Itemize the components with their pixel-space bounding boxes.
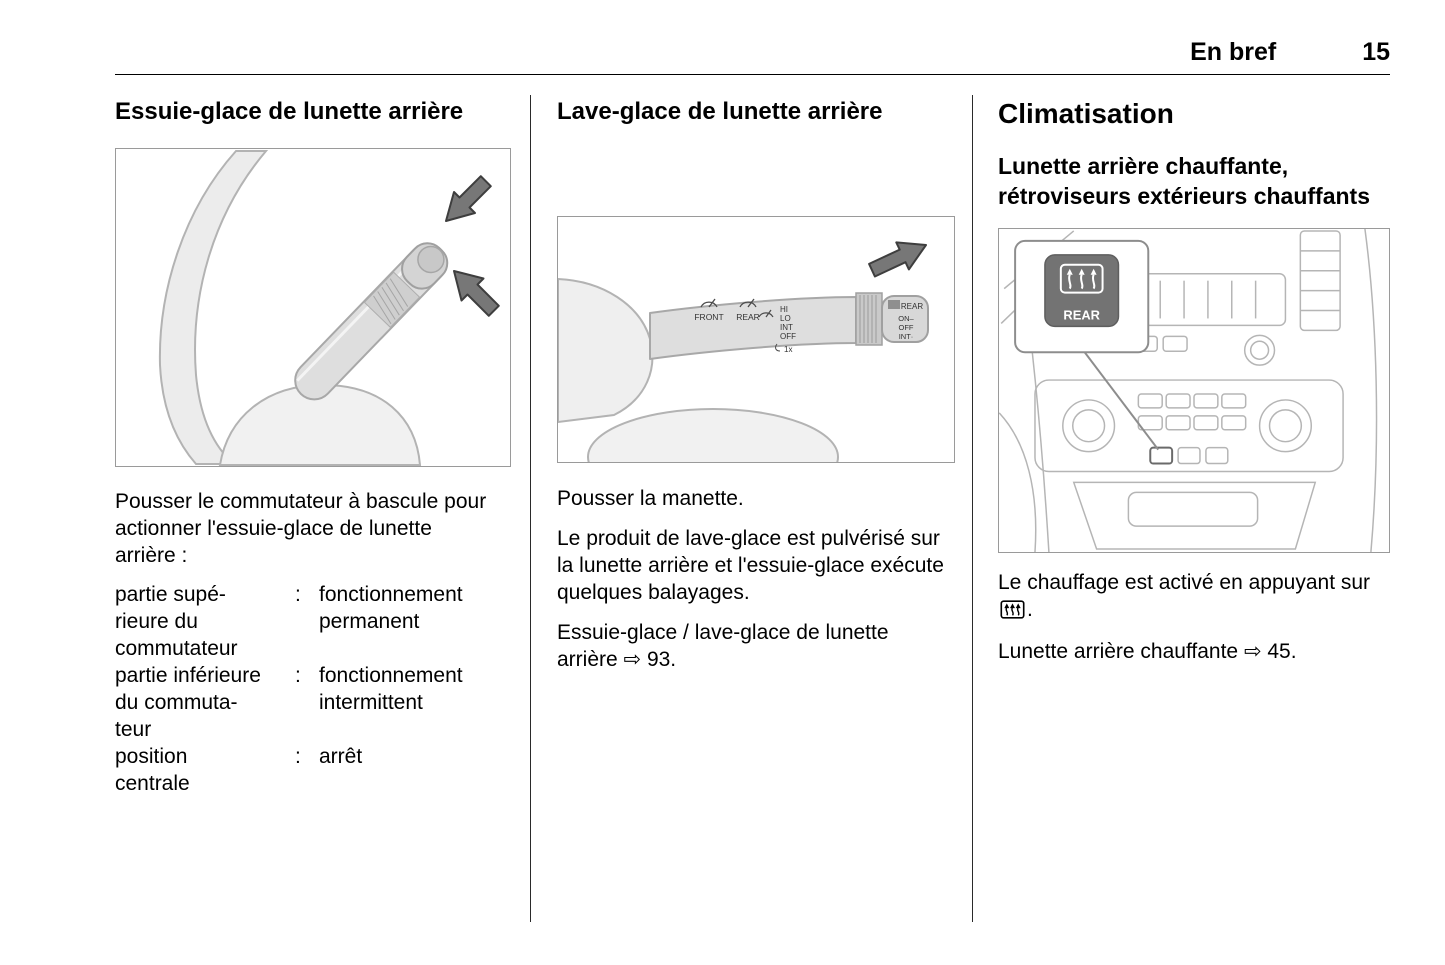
washer-description: Le produit de lave-glace est pulvérisé s… [557, 527, 944, 604]
heated-rear-window-icon [1000, 599, 1025, 626]
term: partie supé- rieure du commutateur [115, 583, 238, 660]
end-int-label: INT· [899, 332, 914, 341]
column-rear-wiper: Essuie-glace de lunette arrière [115, 97, 511, 797]
wiper-positions-list: partie supé- rieure du commutateur : fon… [115, 581, 511, 797]
subheading-heated-rear-window: Lunette arrière chauffante, rétroviseurs… [998, 153, 1370, 209]
column-divider-1 [530, 95, 531, 922]
heading-rear-wiper: Essuie-glace de lunette arrière [115, 98, 464, 125]
lo-label: LO [780, 314, 791, 323]
washer-stalk [649, 292, 929, 360]
heating-text-after: . [1027, 598, 1033, 621]
hi-label: HI [780, 305, 788, 314]
definition: fonctionnement intermittent [319, 664, 463, 714]
rear-button-label: REAR [1063, 307, 1100, 322]
heated-rear-window-icon [1059, 263, 1104, 294]
separator: : [295, 664, 301, 687]
rocker-up-arrow-icon [445, 175, 492, 222]
end-on-label: ON– [898, 314, 914, 323]
wiper-stalk [294, 242, 449, 401]
heating-text-before: Le chauffage est activé en appuyant sur [998, 571, 1371, 594]
heating-activation-text: Le chauffage est activé en appuyant sur … [998, 569, 1390, 626]
term: position centrale [115, 745, 190, 795]
rear-label: REAR [736, 312, 760, 322]
list-item: partie supé- rieure du commutateur : fon… [115, 581, 511, 662]
rear-button [1044, 254, 1120, 328]
rear-wiper-intro: Pousser le commutateur à bascule pour ac… [115, 490, 487, 567]
column-divider-2 [972, 95, 973, 922]
stalk-printed-labels: FRONT REAR HI LO INT OFF 1x REAR ON– OFF… [694, 298, 923, 354]
column-climate: Climatisation Lunette arrière chauffante… [998, 97, 1390, 665]
heating-page-reference: Lunette arrière chauffante ⇨ 45. [998, 640, 1297, 663]
push-arrow-icon [868, 241, 927, 278]
section-title: En bref [1190, 38, 1277, 66]
steering-column-shroud [158, 150, 269, 465]
center-console-illustration: REAR [998, 228, 1390, 553]
heading-rear-washer: Lave-glace de lunette arrière [557, 98, 883, 125]
once-label: 1x [784, 345, 792, 354]
header-rule [115, 74, 1390, 75]
end-rear-label: REAR [901, 302, 923, 311]
washer-stalk-drawing: FRONT REAR HI LO INT OFF 1x REAR ON– OFF… [558, 241, 929, 462]
washer-push-text: Pousser la manette. [557, 487, 744, 510]
list-item: partie inférieure du commuta- teur : fon… [115, 662, 511, 743]
rocker-down-arrow-icon [453, 270, 500, 317]
page-header: En bref 15 [1190, 38, 1390, 67]
definition: fonctionnement permanent [319, 583, 463, 633]
heading-climate: Climatisation [998, 98, 1174, 129]
page-number: 15 [1362, 38, 1390, 66]
rear-wiper-stalk-drawing [158, 150, 500, 466]
front-label: FRONT [694, 312, 723, 322]
steering-column-base [587, 408, 839, 462]
int-label: INT [780, 323, 793, 332]
column-rear-washer: Lave-glace de lunette arrière [557, 97, 955, 673]
rear-button-callout: REAR [1014, 239, 1160, 451]
rear-heating-console-button [1149, 446, 1174, 465]
end-off-label: OFF [899, 323, 914, 332]
rear-washer-stalk-illustration: FRONT REAR HI LO INT OFF 1x REAR ON– OFF… [557, 216, 955, 463]
steering-column-shroud [558, 277, 654, 424]
definition: arrêt [319, 745, 363, 768]
washer-page-reference: Essuie-glace / lave-glace de lunette arr… [557, 621, 889, 671]
center-console-drawing: REAR [999, 229, 1378, 552]
term: partie inférieure du commuta- teur [115, 664, 261, 741]
separator: : [295, 745, 301, 768]
off-label: OFF [780, 332, 796, 341]
separator: : [295, 583, 301, 606]
rear-wiper-stalk-illustration [115, 148, 511, 467]
list-item: position centrale : arrêt [115, 743, 511, 797]
